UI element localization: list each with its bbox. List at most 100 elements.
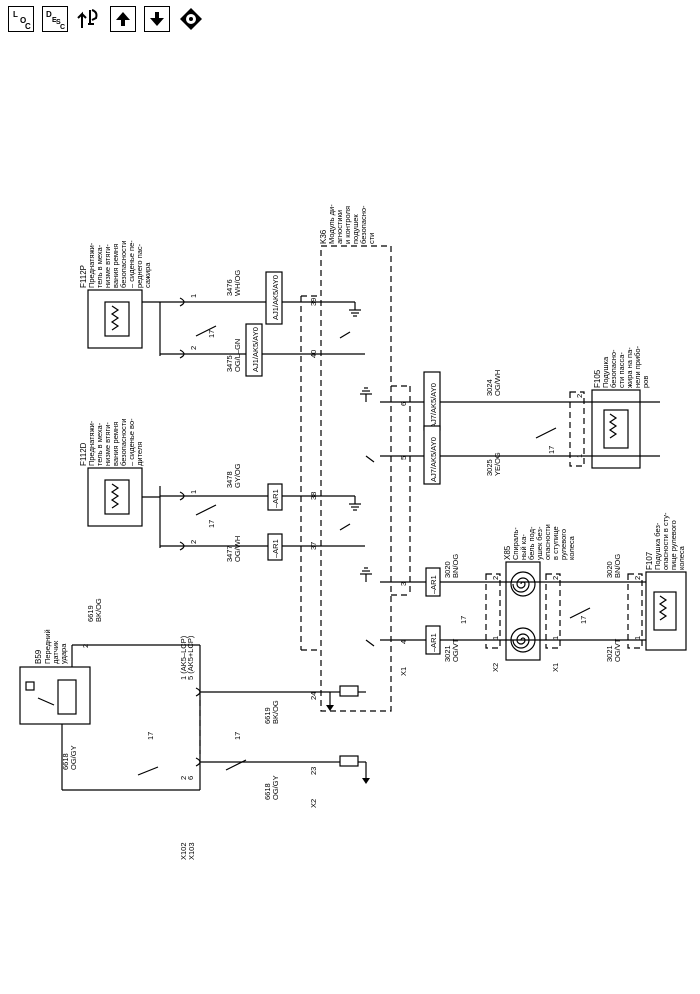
wire-3021-color-2: OG/VT xyxy=(613,638,622,662)
arrow-down-icon xyxy=(150,12,164,26)
f112p-pin-1: 1 xyxy=(189,294,198,298)
f107-ref: F107 xyxy=(645,551,654,570)
option-aj7-3025 xyxy=(423,425,441,485)
k36-ref: K36 xyxy=(319,229,328,244)
gauge-f105: 17 xyxy=(547,446,556,454)
x85-box xyxy=(505,561,541,661)
b59-desc-2: датчик xyxy=(51,640,60,664)
f112p-desc-2: тель в меха- xyxy=(95,244,104,288)
f105-desc-3: сти пасса- xyxy=(617,352,626,388)
f105-desc-1: Подушка xyxy=(601,356,610,388)
x102-pins-a: 1 (AK5–LCP) xyxy=(179,635,188,680)
b59-sensor-box xyxy=(19,666,91,725)
description-button[interactable]: D E S C xyxy=(42,6,68,32)
resistor-24 xyxy=(339,685,359,697)
gauge-f112p: 17 xyxy=(207,330,216,338)
wire-3025-num: 3025 xyxy=(485,459,494,476)
f105-desc-4: жира на па- xyxy=(625,347,634,388)
location-icon: L O C xyxy=(13,10,31,30)
f105-airbag-icon xyxy=(608,413,618,439)
f105-ref: F105 xyxy=(593,369,602,388)
b59-desc-1: Передний xyxy=(43,629,52,664)
up-button[interactable] xyxy=(110,6,136,32)
b59-desc-3: удара xyxy=(59,643,68,664)
x85-ref: X85 xyxy=(503,545,512,560)
wire-6618-color: OG/GY xyxy=(69,745,78,770)
resistor-23 xyxy=(339,755,359,767)
x1-ref-module: X1 xyxy=(399,667,408,676)
wire-6619-num: 6619 xyxy=(86,605,95,622)
x85-coil-1 xyxy=(510,571,536,597)
f107-box xyxy=(645,571,687,651)
x102-ref: X102 xyxy=(179,842,188,860)
wire-3478-num: 3478 xyxy=(225,471,234,488)
k36-desc-1: Модуль ди- xyxy=(327,204,336,244)
f112d-box xyxy=(87,467,143,527)
location-button[interactable]: L O C xyxy=(8,6,34,32)
x102-pin-6: 6 xyxy=(186,776,195,780)
f105-connector xyxy=(569,391,585,467)
wire-3477-num: 3477 xyxy=(225,545,234,562)
x85-x2-connector xyxy=(485,573,501,649)
wire-3025-color: YE/OG xyxy=(493,452,502,476)
pin-4: 4 xyxy=(399,640,408,644)
back-button[interactable] xyxy=(76,6,102,32)
f112d-desc-2: тель в меха- xyxy=(95,422,104,466)
pin-6: 6 xyxy=(399,402,408,406)
x85-x1-connector xyxy=(545,573,561,649)
x85-x2-pin-2: 2 xyxy=(491,576,500,580)
wire-6619-num-2: 6619 xyxy=(263,707,272,724)
x85-desc-6: в ступице xyxy=(551,526,560,560)
wire-6618-num: 6618 xyxy=(61,753,70,770)
pin-5: 5 xyxy=(399,456,408,460)
option-ar1-label-4: –AR1 xyxy=(429,633,438,652)
k36-module-outline xyxy=(320,245,392,712)
f112p-desc-3: низме втяги- xyxy=(103,244,112,288)
wire-3020-color-2: BN/OG xyxy=(613,554,622,578)
desc-letter-d: D xyxy=(46,10,52,19)
k36-desc-5: безопасно- xyxy=(359,205,368,244)
x102-pins-b: 5 (AK5+LCP) xyxy=(186,635,195,680)
wire-3476-num: 3476 xyxy=(225,279,234,296)
f112p-box xyxy=(87,289,143,349)
f112d-pin-2: 2 xyxy=(189,540,198,544)
wire-3475-color: OG/L–GN xyxy=(233,339,242,372)
option-aj7-label-2: AJ7/AK5/AY0 xyxy=(429,437,438,482)
option-aj1-3475 xyxy=(245,323,263,377)
option-aj1-label-1: AJ1/AK5/AY0 xyxy=(271,275,280,320)
f112p-ref: F112P xyxy=(79,265,88,288)
x85-coil-2 xyxy=(510,627,536,653)
f112d-heater-icon xyxy=(110,483,120,509)
wire-3024-num: 3024 xyxy=(485,379,494,396)
desc-letter-e: E xyxy=(52,17,57,24)
down-button[interactable] xyxy=(144,6,170,32)
print-button[interactable] xyxy=(178,6,204,32)
x85-x1-pin-2: 2 xyxy=(551,576,560,580)
option-ar1-3020 xyxy=(425,567,441,597)
pin-23: 23 xyxy=(309,767,318,775)
option-aj7-label-1: AJ7/AK5/AY0 xyxy=(429,383,438,428)
wire-3475-num: 3475 xyxy=(225,355,234,372)
pin-3: 3 xyxy=(399,582,408,586)
option-ar1-3477 xyxy=(267,533,283,561)
x102-pin-2: 2 xyxy=(179,776,188,780)
f112p-desc-8: сажира xyxy=(143,262,152,288)
wire-3020-num-2: 3020 xyxy=(605,561,614,578)
x85-desc-7: рулевого xyxy=(559,529,568,560)
option-ar1-3021 xyxy=(425,625,441,655)
wire-6618-num-2: 6618 xyxy=(263,783,272,800)
wire-3476-color: WH/OG xyxy=(233,270,242,296)
f112d-desc-3: низме втяги- xyxy=(103,422,112,466)
loc-letter-l: L xyxy=(13,10,18,19)
gauge-x102: 17 xyxy=(233,732,242,740)
b59-pin-2: 2 xyxy=(81,644,90,648)
f112p-desc-4: вания ремня xyxy=(111,244,120,288)
f105-pin-2: 2 xyxy=(575,394,584,398)
pin-24: 24 xyxy=(309,692,318,700)
wire-6618-color-2: OG/GY xyxy=(271,775,280,800)
wire-3020-num-1: 3020 xyxy=(443,561,452,578)
loc-letter-o: O xyxy=(20,16,26,25)
f105-pin-1: 1 xyxy=(575,454,584,458)
wire-3477-color: OG/WH xyxy=(233,536,242,562)
